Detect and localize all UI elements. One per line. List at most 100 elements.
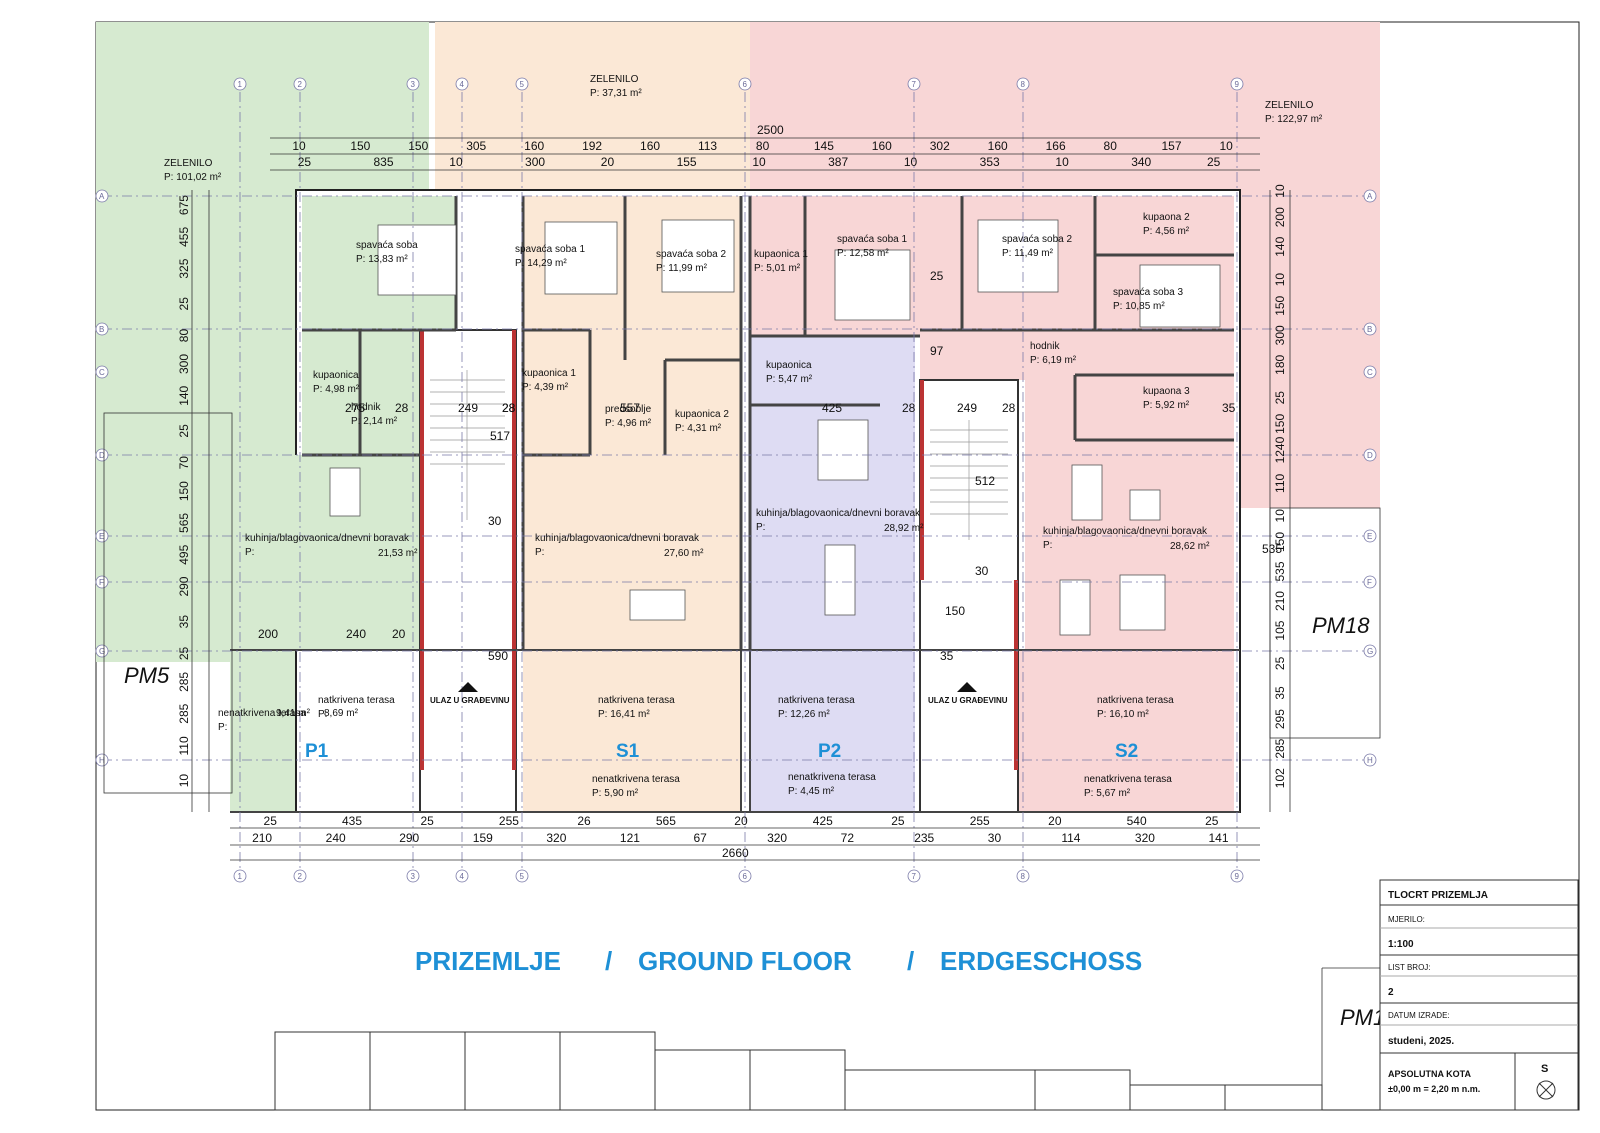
- dimension-label: 105: [1273, 620, 1287, 640]
- room-area: 27,60 m²: [664, 548, 704, 559]
- dim-right-col: 1020014010150300180251501240110101505352…: [1273, 184, 1287, 788]
- dimension-label: 110: [1273, 473, 1287, 492]
- dimension-label: 25: [1273, 656, 1287, 670]
- dimension-label: 121: [620, 831, 640, 845]
- grid-bubble-row-label: D: [99, 451, 105, 460]
- dimension-label: 240: [326, 831, 346, 845]
- room-area: P: 5,92 m²: [1143, 400, 1190, 411]
- room-area: P: 5,90 m²: [592, 788, 639, 799]
- dimension-label: 425: [813, 814, 833, 828]
- tb-level-value: ±0,00 m = 2,20 m n.m.: [1388, 1084, 1480, 1094]
- dimension-label: 159: [473, 831, 493, 845]
- room-area: P:: [756, 522, 765, 533]
- room-area: P: 2,14 m²: [351, 416, 398, 427]
- greenery-area-p1: P: 101,02 m²: [164, 172, 222, 183]
- dimension-label: 302: [930, 139, 950, 153]
- room-area: P: 4,98 m²: [313, 384, 360, 395]
- grid-bubble-col: [233, 77, 247, 91]
- inner-dimension-label: 557: [620, 401, 640, 415]
- dimension-label: 10: [1273, 509, 1287, 523]
- dimension-label: 10: [292, 139, 306, 153]
- grid-bubble-col: [1016, 869, 1030, 883]
- greenery-area-s1: P: 37,31 m²: [590, 88, 642, 99]
- room-area: 8,69 m²: [324, 708, 359, 719]
- grid-bubble-col-label: 9: [1235, 80, 1240, 89]
- grid-bubble-col: [293, 869, 307, 883]
- grid-bubble-row: [1363, 448, 1377, 462]
- room-area: P:: [218, 722, 227, 733]
- room-name: kupaonica: [313, 370, 359, 381]
- dimension-label: 160: [640, 139, 660, 153]
- dimension-label: 835: [374, 155, 394, 169]
- unit-label-p2: P2: [818, 741, 841, 762]
- dimension-label: 535: [1273, 561, 1287, 581]
- tb-sheet-value: 2: [1388, 987, 1394, 998]
- room-name: kupaona 3: [1143, 386, 1190, 397]
- dimension-label: 25: [177, 424, 191, 438]
- greenery-label-p1: ZELENILO: [164, 158, 213, 169]
- dimension-label: 325: [177, 258, 191, 278]
- furniture-beds: [377, 219, 1221, 328]
- stairs-left: [430, 370, 505, 520]
- grid-bubble-row-label: C: [1367, 368, 1373, 377]
- grid-lines: [102, 92, 1375, 870]
- grid-bubble-row-label: B: [99, 325, 104, 334]
- entrance-arrow-right-icon: [957, 682, 977, 692]
- grid-bubble-row: [95, 575, 109, 589]
- dimension-label: 140: [177, 385, 191, 405]
- grid-bubble-row-label: D: [1367, 451, 1373, 460]
- dimension-label: 80: [177, 329, 191, 343]
- dimension-label: 20: [1048, 814, 1062, 828]
- grid-bubble-col: [455, 77, 469, 91]
- dimension-label: 20: [601, 155, 615, 169]
- room-name: spavaća soba 3: [1113, 287, 1183, 298]
- dimension-label: 25: [420, 814, 434, 828]
- grid-bubble-row: [95, 753, 109, 767]
- inner-dimension-label: 28: [502, 401, 516, 415]
- dimension-label: 25: [891, 814, 905, 828]
- grid-bubble-row-label: A: [99, 192, 105, 201]
- dimension-label: 290: [399, 831, 419, 845]
- grid-bubble-col-label: 3: [411, 80, 416, 89]
- sheet-title-en: GROUND FLOOR: [638, 946, 852, 976]
- dimension-label: 10: [1273, 273, 1287, 287]
- dimension-label: 25: [177, 297, 191, 311]
- terrace-lines: [230, 649, 1240, 813]
- grid-bubble-col: [1230, 869, 1244, 883]
- dimension-label: 10: [1273, 184, 1287, 198]
- inner-dimension-label: 240: [346, 627, 366, 641]
- room-name: spavaća soba 1: [837, 234, 907, 245]
- grid-bubble-row-label: E: [99, 532, 104, 541]
- sheet-title-hr: PRIZEMLJE: [415, 946, 561, 976]
- dim-left-col: 6754553252580300140257015056549529035252…: [177, 195, 191, 788]
- inner-dimension-label: 28: [502, 401, 516, 415]
- room-area: 28,62 m²: [1170, 541, 1210, 552]
- grid-bubble-row: [1363, 529, 1377, 543]
- dimension-label: 565: [656, 814, 676, 828]
- dimension-label: 25: [264, 814, 278, 828]
- parcel-label-pm18: PM18: [1312, 613, 1370, 638]
- grid-bubble-col: [515, 77, 529, 91]
- dimension-label: 540: [1127, 814, 1147, 828]
- room-name: kuhinja/blagovaonica/dnevni boravak: [756, 508, 921, 519]
- dimension-label: 80: [1104, 139, 1118, 153]
- sheet-title-sep2: /: [907, 946, 914, 976]
- grid-bubble-row: [1363, 189, 1377, 203]
- room-name: kuhinja/blagovaonica/dnevni boravak: [1043, 526, 1208, 537]
- dimension-label: 166: [1046, 139, 1066, 153]
- grid-bubble-col-label: 5: [520, 872, 525, 881]
- room-name: kuhinja/blagovaonica/dnevni boravak: [535, 533, 700, 544]
- inner-dimension-label: 535: [1262, 542, 1282, 556]
- unit-label-s2: S2: [1115, 741, 1138, 762]
- grid-bubble-row: [1363, 644, 1377, 658]
- inner-dimension-label: 275: [345, 401, 365, 415]
- dimension-label: 300: [1273, 325, 1287, 345]
- room-name: kupaonica 1: [522, 368, 576, 379]
- sheet-title-de: ERDGESCHOSS: [940, 946, 1142, 976]
- room-name: spavaća soba 2: [656, 249, 726, 260]
- greenery-label-s1: ZELENILO: [590, 74, 639, 85]
- tb-sheet-label: LIST BROJ:: [1388, 963, 1431, 972]
- grid-bubble-col-label: 1: [238, 80, 243, 89]
- entrance-arrow-left-icon: [458, 682, 478, 692]
